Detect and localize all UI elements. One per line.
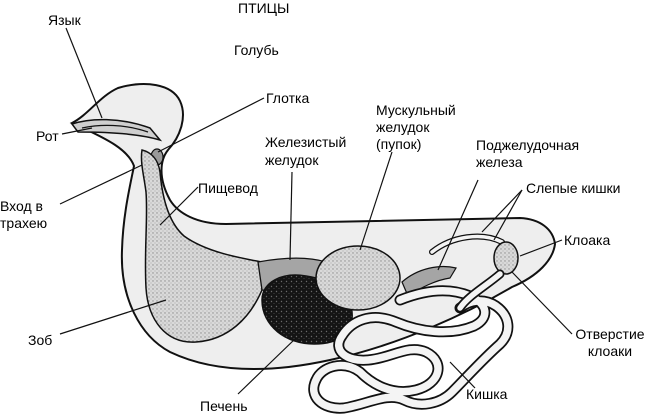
diagram-species-title: Голубь [234, 42, 279, 58]
leader-lines [59, 27, 573, 395]
label-crop: Зоб [28, 332, 53, 348]
label-intestine: Кишка [466, 386, 508, 402]
label-cloacal-opening-line2: клоаки [587, 343, 633, 359]
label-pancreas-line2: железа [476, 154, 523, 170]
label-cloacal-opening-line1: Отверстие [575, 326, 645, 342]
cloaca-shape [493, 241, 519, 275]
label-tongue: Язык [48, 12, 81, 28]
label-cloaca: Клоака [564, 232, 611, 248]
intestine-shape [308, 269, 514, 414]
beak [70, 118, 163, 142]
label-mouth: Рот [36, 128, 59, 144]
label-caeca: Слепые кишки [526, 180, 621, 196]
label-pharynx: Глотка [266, 90, 310, 106]
caeca-inner [430, 234, 504, 254]
label-glandular-stomach-line1: Железистый [265, 134, 347, 150]
label-gizzard-line3: (пупок) [376, 136, 422, 152]
label-glandular-stomach-line2: желудок [265, 152, 319, 168]
label-liver: Печень [200, 398, 248, 414]
gizzard-shape [315, 245, 401, 311]
label-trachea-entrance-line1: Вход в [0, 198, 43, 214]
diagram-class-title: ПТИЦЫ [238, 0, 290, 16]
label-esophagus: Пищевод [198, 180, 258, 196]
esophagus-crop-shape [140, 149, 263, 343]
label-pancreas-line1: Поджелудочная [476, 137, 580, 153]
tongue-shape [81, 124, 149, 133]
label-trachea-entrance-line2: трахею [0, 215, 48, 231]
label-gizzard-line1: Мускульный [376, 102, 456, 118]
label-gizzard-line2: желудок [376, 119, 430, 135]
